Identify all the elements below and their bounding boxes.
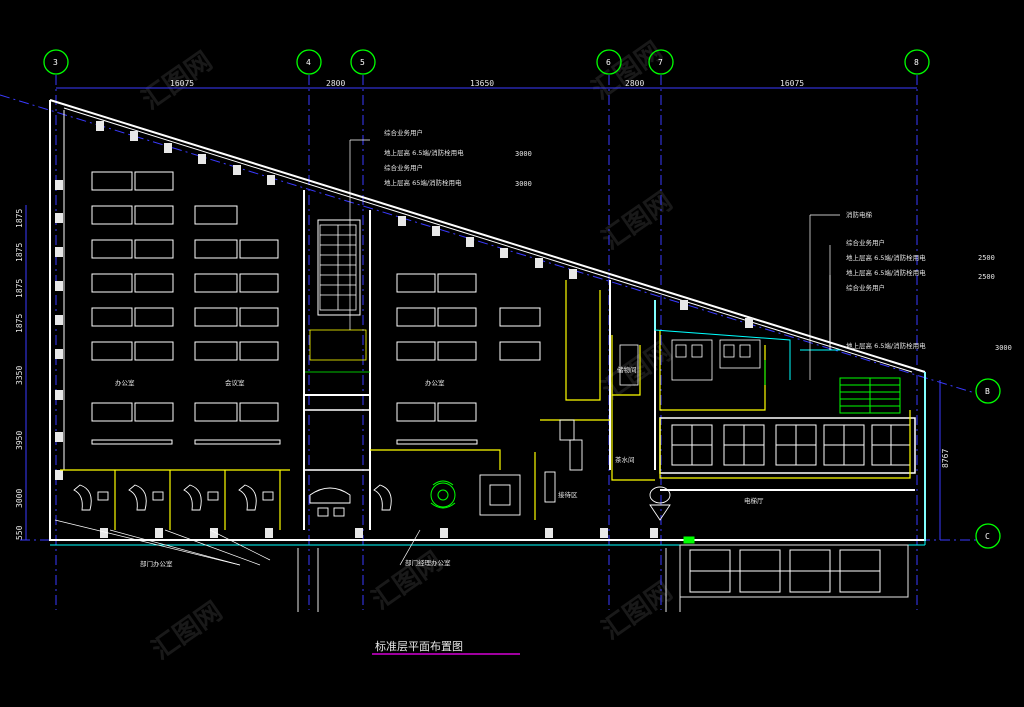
room-label: 储物间	[617, 365, 637, 374]
toilets	[619, 339, 761, 386]
top-dimensions: 16075 2800 13650 2800 16075	[170, 79, 804, 88]
dimension-lines	[25, 87, 941, 540]
room-labels: 办公室 会议室 办公室 部门办公室 接待区 电梯厅 储物间 茶水间 部门经理办公…	[115, 365, 764, 568]
note-text: 消防电梯	[846, 210, 873, 219]
axis-label: 5	[360, 58, 365, 67]
desks-left	[91, 171, 281, 445]
elevators	[671, 424, 911, 598]
room-label: 电梯厅	[744, 496, 764, 505]
dim-text: 3950	[15, 431, 24, 450]
green-accents	[430, 360, 766, 544]
dim-text: 550	[15, 525, 24, 540]
axis-label: 8	[914, 58, 919, 67]
dim-text: 13650	[470, 79, 494, 88]
note-text: 综合业务用户	[384, 128, 423, 137]
dim-text: 3350	[15, 366, 24, 385]
yellow-walls	[60, 280, 911, 530]
dim-text: 1875	[15, 314, 24, 333]
cyan-walls	[654, 300, 840, 380]
axis-label: 7	[658, 58, 663, 67]
desks-middle	[396, 273, 541, 445]
notes-right: 消防电梯 综合业务用户 地上层高 6.5端/消防栓用电 2500 地上层高 6.…	[846, 210, 1012, 352]
svg-text:汇图网: 汇图网	[587, 36, 668, 105]
room-label: 会议室	[225, 378, 245, 387]
dim-text: 2800	[625, 79, 644, 88]
axis-label: C	[985, 532, 990, 541]
room-label: 茶水间	[615, 455, 635, 464]
left-dimensions: 1875 1875 1875 1875 3350 3950 3000 550 8…	[15, 209, 950, 540]
axis-label: 3	[53, 58, 58, 67]
note-value: 2500	[978, 254, 995, 262]
dim-text: 8767	[941, 449, 950, 468]
dim-text: 16075	[780, 79, 804, 88]
note-text: 地上层高 6.5端/消防栓用电	[846, 253, 926, 262]
stair	[305, 224, 370, 373]
axis-labels: 3 4 5 6 7 8 B C	[53, 58, 990, 541]
note-value: 3000	[515, 180, 532, 188]
note-text: 地上层高 65端/消防栓用电	[384, 178, 462, 187]
room-label: 部门经理办公室	[405, 558, 451, 567]
note-text: 综合业务用户	[846, 238, 885, 247]
annotation-leaders	[54, 139, 840, 566]
axis-label: 4	[306, 58, 311, 67]
drawing-title: 标准层平面布置图	[375, 639, 463, 653]
axis-label: B	[985, 387, 990, 396]
note-text: 地上层高 6.5端/消防栓用电	[846, 341, 926, 350]
notes-left: 综合业务用户 地上层高 6.5端/消防栓用电 3000 综合业务用户 地上层高 …	[384, 128, 532, 188]
note-value: 2500	[978, 273, 995, 281]
note-value: 3000	[515, 150, 532, 158]
note-text: 综合业务用户	[846, 283, 885, 292]
exterior-lines	[297, 548, 681, 612]
axis-markers	[43, 49, 1001, 549]
room-label: 接待区	[558, 490, 578, 499]
dim-text: 1875	[15, 209, 24, 228]
note-text: 地上层高 6.5端/消防栓用电	[846, 268, 926, 277]
private-office-furniture	[73, 419, 671, 521]
right-stair	[839, 377, 901, 414]
wall-columns	[55, 121, 753, 538]
axis-label: 6	[606, 58, 611, 67]
svg-text:汇图网: 汇图网	[147, 596, 228, 665]
svg-text:汇图网: 汇图网	[367, 546, 448, 615]
note-text: 地上层高 6.5端/消防栓用电	[384, 148, 464, 157]
dim-text: 16075	[170, 79, 194, 88]
note-text: 综合业务用户	[384, 163, 423, 172]
dim-text: 1875	[15, 279, 24, 298]
dim-text: 3000	[15, 489, 24, 508]
room-label: 部门办公室	[140, 559, 173, 568]
dim-text: 2800	[326, 79, 345, 88]
dim-text: 1875	[15, 243, 24, 262]
room-label: 办公室	[425, 378, 445, 387]
room-label: 办公室	[115, 378, 135, 387]
note-value: 3000	[995, 344, 1012, 352]
